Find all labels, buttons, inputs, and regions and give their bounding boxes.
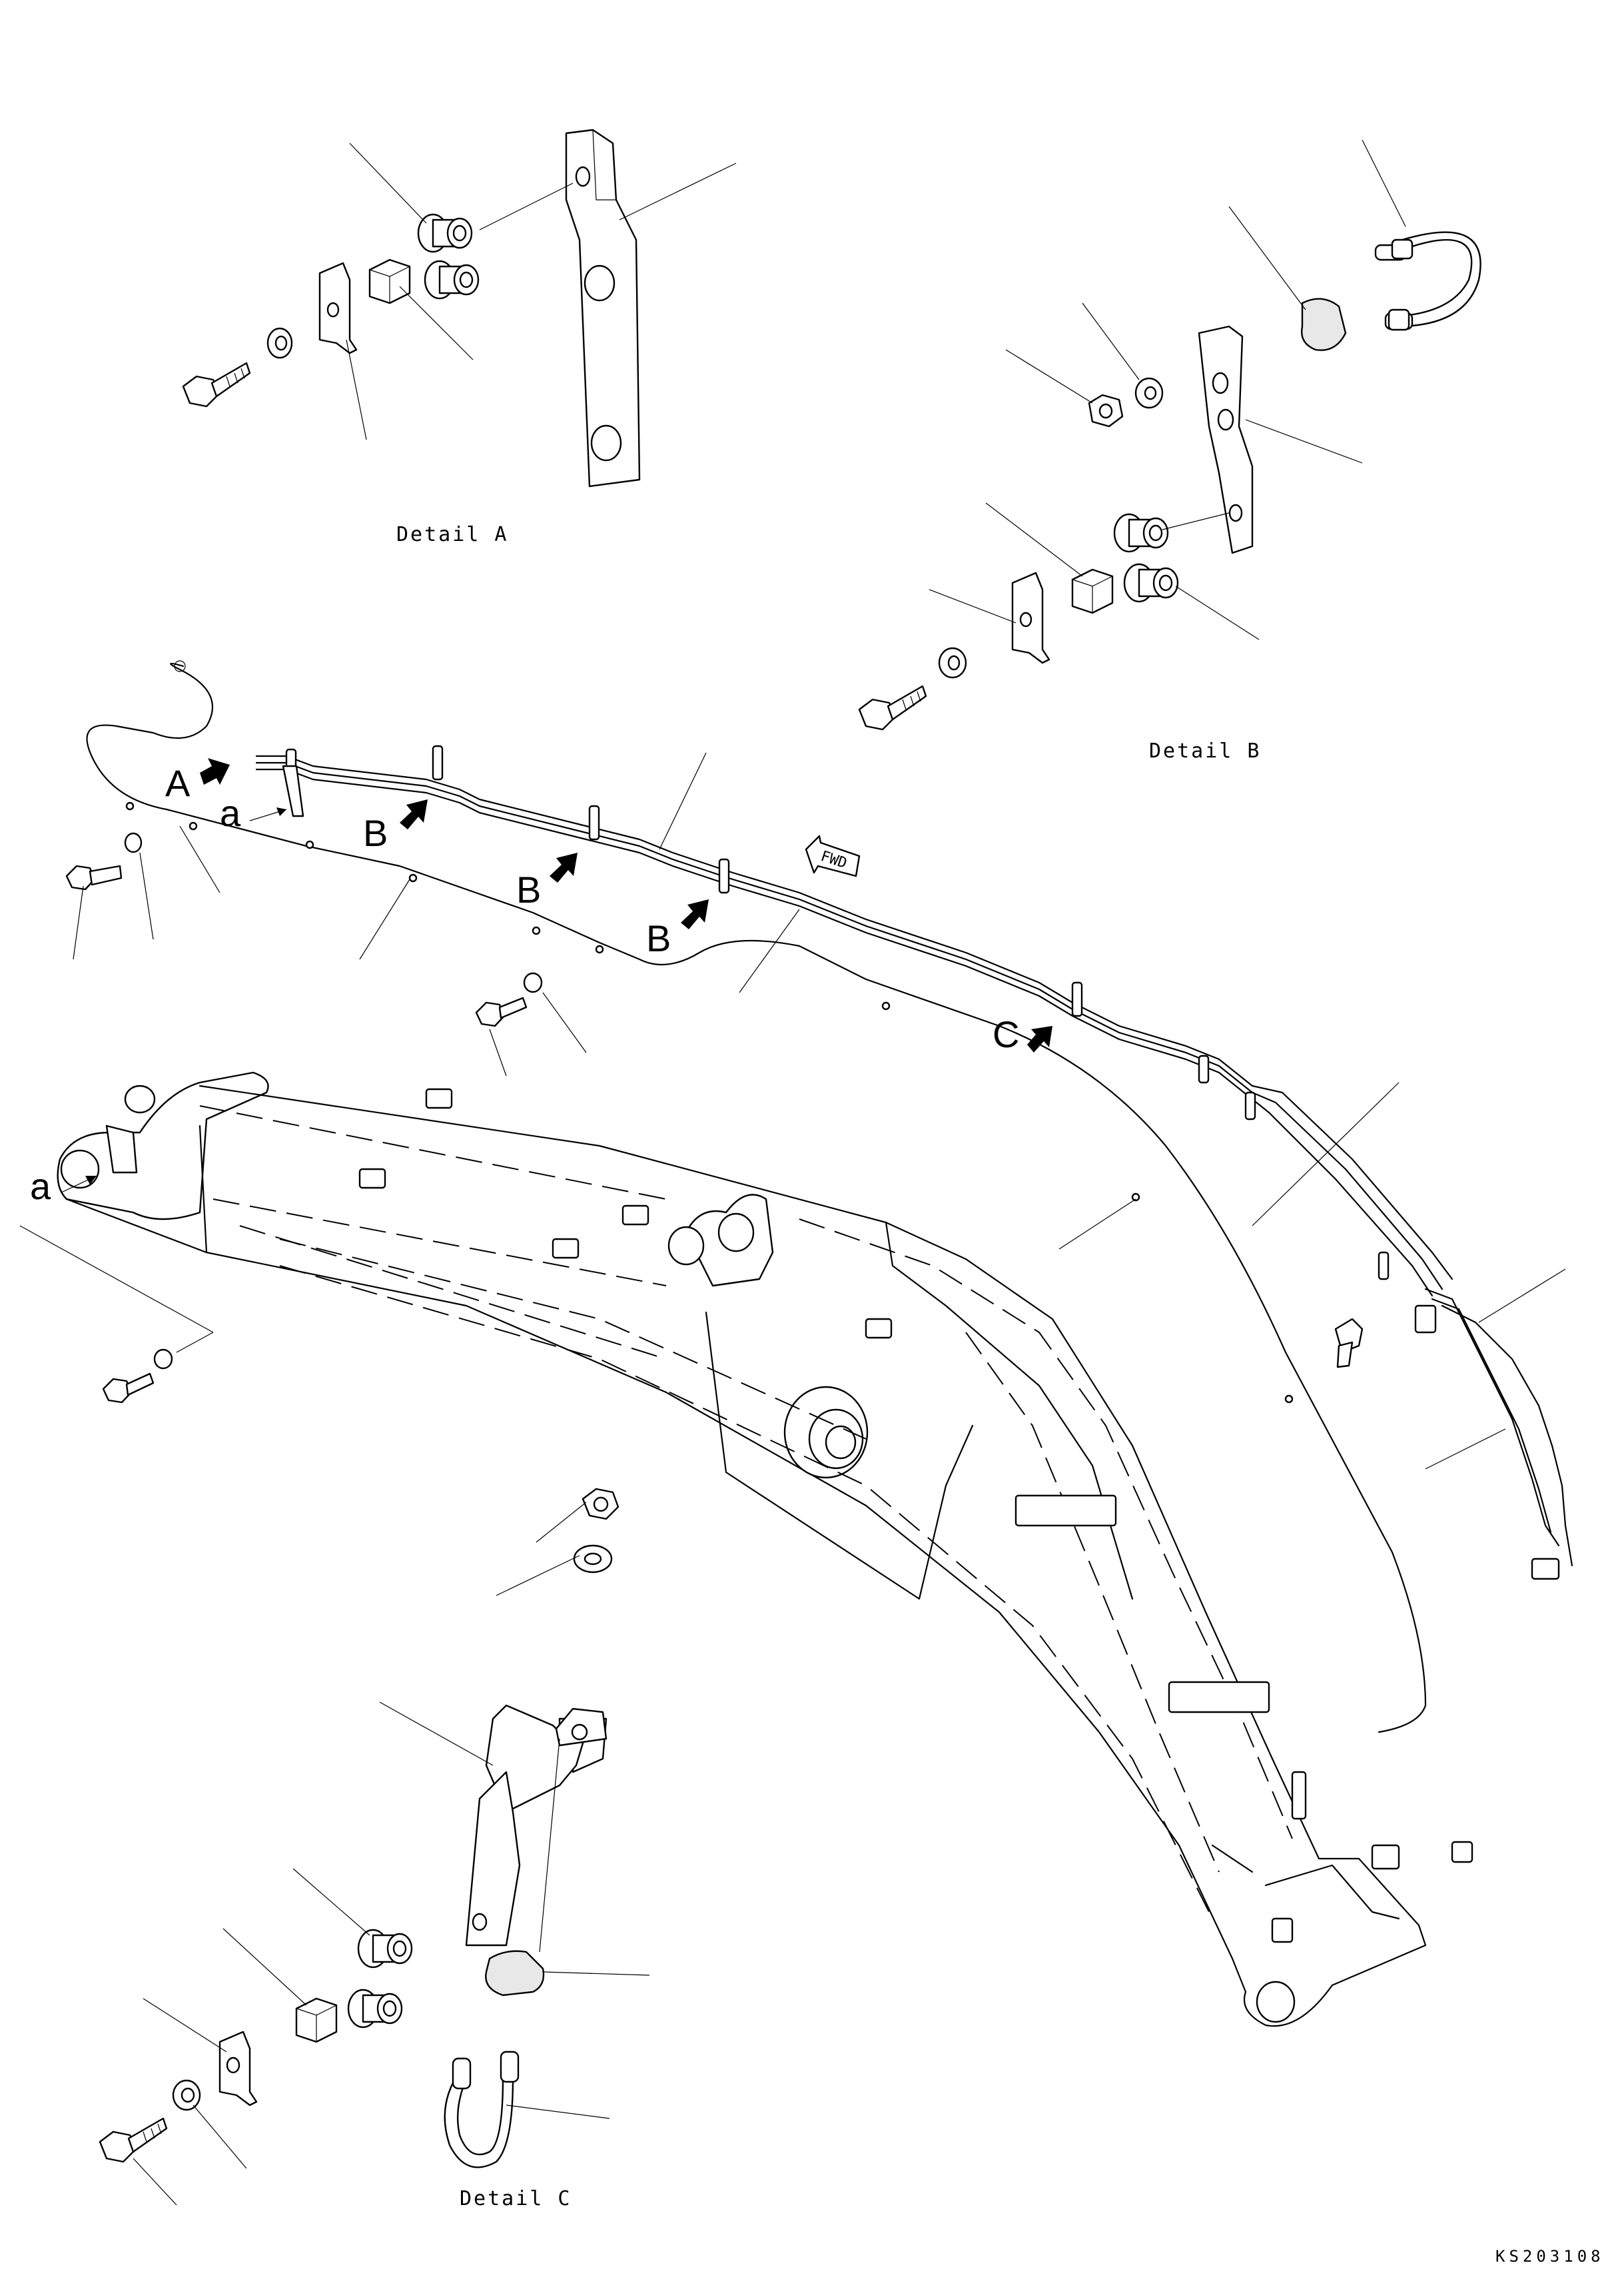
detail-a-clamp (318, 262, 358, 354)
detail-a-caption: Detail A (396, 523, 509, 546)
detail-c-clamp-pad (485, 1950, 545, 1997)
svg-text:a: a (30, 1165, 51, 1207)
detail-c-bolt (99, 2117, 168, 2163)
marker-b-3: B (646, 899, 709, 959)
svg-text:A: A (165, 762, 191, 804)
svg-text:B: B (646, 917, 671, 959)
detail-a-plate (565, 129, 641, 488)
marker-a: A (165, 758, 230, 804)
boom-clamps (358, 1088, 1473, 1943)
bolt-right (1334, 1318, 1364, 1368)
detail-b-bushing-lower (1123, 563, 1179, 603)
drawing-code: KS203108 (1495, 2247, 1605, 2266)
hose-clamps (174, 660, 1560, 1580)
detail-b-clamp (1011, 572, 1050, 664)
fwd-arrow: FWD (805, 835, 861, 877)
detail-a-washer (266, 327, 293, 359)
detail-c-bushing-upper (357, 1929, 413, 1969)
marker-b-2: B (516, 853, 578, 911)
detail-b-u-bolt (1374, 231, 1481, 331)
detail-b-washer (1134, 377, 1164, 409)
detail-a-bushing-upper (417, 213, 473, 253)
detail-b-spacer (1071, 568, 1114, 614)
view-markers: A B B B C a a (30, 758, 1052, 1207)
detail-c-spacer (295, 1997, 338, 2043)
svg-text:C: C (993, 1013, 1019, 1055)
detail-c-nut (582, 1488, 619, 1520)
detail-b-nut (1088, 394, 1124, 428)
detail-b-clamp-pad (1301, 298, 1347, 351)
cable-clips (125, 801, 1294, 1404)
detail-b-group: Detail B (858, 139, 1481, 763)
detail-c-u-bolt (444, 2051, 520, 2168)
detail-c-bracket (465, 1704, 608, 1947)
detail-c-washer (573, 1544, 613, 1574)
svg-text:B: B (516, 869, 541, 911)
hose-harness (86, 660, 1573, 1733)
bolt-left-top (65, 832, 154, 960)
detail-b-washer-2 (938, 647, 967, 679)
detail-a-bolt (182, 362, 251, 408)
detail-a-spacer (368, 258, 411, 304)
svg-text:B: B (363, 812, 388, 854)
detail-b-bolt (858, 685, 927, 731)
marker-b-1: B (363, 799, 428, 854)
detail-c-clamp (218, 2031, 258, 2106)
bolt-left-lower (19, 1225, 214, 1404)
detail-a-bushing-lower (424, 260, 480, 300)
detail-c-washer-2 (172, 2079, 201, 2111)
marker-ref-a-2: a (30, 1165, 97, 1207)
detail-b-caption: Detail B (1149, 739, 1262, 763)
detail-a-group: Detail A (182, 129, 737, 546)
detail-c-group: Detail C (99, 1488, 650, 2210)
boom (57, 1071, 1473, 2027)
detail-c-caption: Detail C (460, 2187, 572, 2210)
svg-text:a: a (220, 792, 241, 834)
detail-c-bushing-lower (347, 1989, 403, 2029)
loose-fasteners (19, 832, 1364, 1404)
bolt-mid (475, 972, 587, 1077)
detail-b-bushing-upper (1113, 513, 1169, 553)
detail-b-plate (1198, 325, 1254, 554)
marker-ref-a-1: a (220, 792, 287, 834)
marker-c: C (993, 1013, 1052, 1055)
